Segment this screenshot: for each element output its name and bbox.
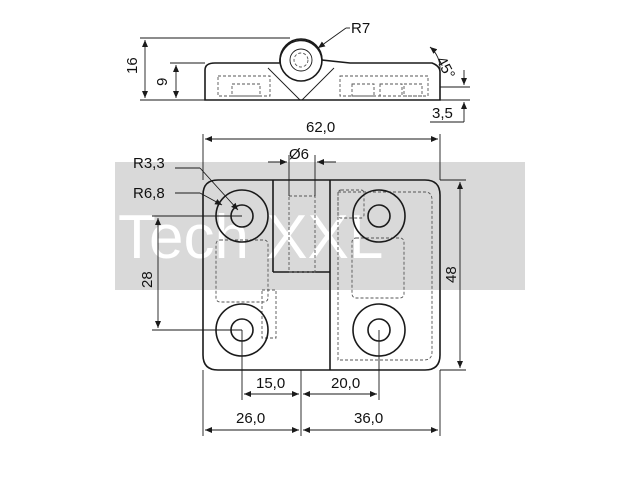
watermark-text: Tech XXL	[118, 203, 383, 272]
hole-inner	[367, 204, 391, 228]
hole-top-right	[352, 189, 406, 243]
side-view: R7 45° 16 9 3,5	[124, 20, 470, 123]
front-pocket-right-1	[337, 191, 433, 361]
width-label: 62,0	[306, 119, 335, 136]
r7-leader	[317, 27, 347, 49]
side-leaf-line-right	[301, 67, 335, 101]
r7-label: R7	[351, 20, 370, 37]
r3-3-leader	[199, 167, 239, 211]
front-view: 62,0 Ø6	[133, 119, 466, 436]
angle-label: 45°	[432, 54, 458, 82]
front-pocket-right-3	[337, 189, 365, 219]
boss-radius-label: R6,8	[133, 185, 165, 202]
left-leaf-width-label: 26,0	[236, 410, 265, 427]
watermark-band	[115, 162, 525, 290]
knuckle-circle	[279, 38, 323, 82]
angle-arc	[429, 46, 441, 71]
right-leaf-width-label: 36,0	[354, 410, 383, 427]
pin-diameter-label: Ø6	[289, 146, 309, 163]
side-pocket-4	[351, 83, 375, 97]
pin-hidden	[288, 195, 316, 273]
pin-hole-inner	[293, 52, 309, 68]
hole-right-spacing-label: 20,0	[331, 375, 360, 392]
height-label: 48	[443, 266, 460, 283]
height-leaf-label: 9	[154, 78, 171, 86]
front-pocket-left-1	[215, 239, 269, 303]
side-view-outline	[204, 39, 441, 101]
hole-left-spacing-label: 15,0	[256, 375, 285, 392]
hole-radius-label: R3,3	[133, 155, 165, 172]
side-pocket-2	[231, 83, 261, 97]
side-pocket-5	[379, 83, 403, 97]
height-total-label: 16	[124, 57, 141, 74]
front-pocket-right-2	[351, 237, 405, 299]
pin-hole-outer	[289, 48, 313, 72]
side-pocket-3	[339, 75, 429, 97]
side-leaf-line-left	[267, 67, 301, 101]
watermark: Tech XXL	[115, 162, 525, 290]
boss-outer	[352, 189, 406, 243]
side-pocket-6	[403, 83, 423, 97]
thickness-label: 3,5	[432, 105, 453, 122]
plate-outline	[202, 179, 441, 371]
r6-8-leader	[199, 192, 223, 206]
side-pocket-1	[217, 75, 271, 97]
front-pocket-left-2	[261, 289, 277, 339]
hole-vertical-spacing-label: 28	[139, 271, 156, 288]
